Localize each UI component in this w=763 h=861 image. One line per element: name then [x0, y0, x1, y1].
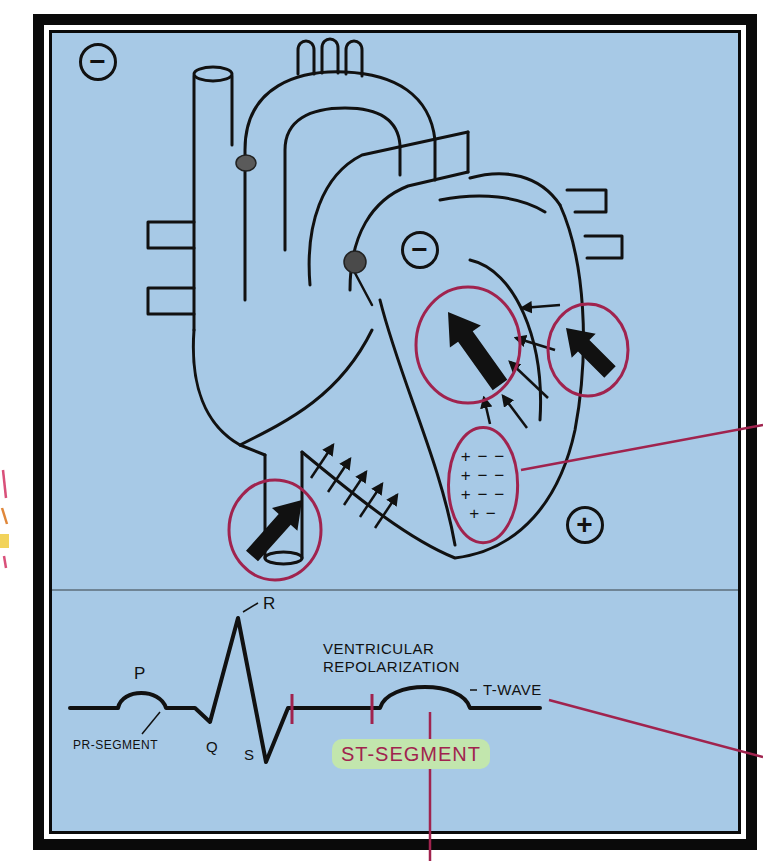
ventricle-wall	[302, 205, 583, 558]
inferior-vena-cava-opening	[265, 552, 302, 564]
node-text: ST-SEGMENT	[341, 744, 481, 764]
edge-mark	[2, 508, 7, 524]
label-pointer	[243, 603, 258, 612]
outer-frame	[33, 14, 757, 850]
segment-highlight: ST-SEGMENT	[332, 739, 490, 769]
vena-cava-wall	[193, 76, 196, 330]
segment-label: PR-SEGMENT	[72, 738, 159, 752]
edge-highlight	[0, 534, 9, 548]
charge-sign: −	[89, 48, 106, 76]
ellipse-outline	[448, 427, 517, 542]
atrium-inner-wall	[440, 196, 545, 212]
highlight-fill	[332, 739, 490, 769]
charge-sign: +	[576, 511, 593, 539]
edge-mark	[4, 556, 6, 568]
vena-cava-wall	[231, 76, 234, 145]
leader-line	[429, 712, 432, 861]
charge-circle: −	[401, 231, 439, 269]
segment-label: ST-SEGMENT	[341, 744, 481, 764]
vector-arrow	[328, 459, 350, 492]
annotation-circles	[229, 287, 628, 580]
white-frame	[44, 25, 746, 839]
vector-arrow	[503, 396, 527, 428]
charge-marks: + − −	[461, 466, 505, 485]
pulmonary-vein	[148, 222, 194, 248]
pulmonary-vein	[567, 190, 606, 212]
aortic-branch	[322, 39, 338, 73]
av-node	[344, 251, 366, 273]
circle-outline	[568, 508, 603, 543]
vector-arrow	[484, 398, 490, 424]
wave-label: P	[133, 664, 147, 684]
pulmonary-artery-end	[467, 132, 470, 172]
leader-line	[521, 425, 763, 470]
pulmonary-vein	[585, 236, 622, 258]
phase-label: VENTRICULAR REPOLARIZATION	[322, 640, 489, 676]
wave-label: T-WAVE	[482, 681, 543, 699]
node-text: −	[411, 236, 428, 264]
wave-label: Q	[205, 738, 219, 756]
wave-label: S	[243, 746, 256, 764]
mean-vector-arrow	[246, 500, 302, 561]
charge-circle: +	[566, 506, 604, 544]
charge-marks: + −	[469, 504, 497, 523]
charge-sign: −	[411, 236, 428, 264]
label-pointer	[142, 712, 160, 734]
circle-outline	[403, 233, 438, 268]
pulmonary-vein	[148, 288, 194, 314]
charge-marks: + − −	[461, 485, 505, 504]
ventricle-inner-wall	[470, 260, 541, 420]
charge-marks: + − −	[461, 447, 505, 466]
mean-vector-arrow	[566, 328, 616, 378]
blue-panel	[52, 33, 738, 831]
vector-arrow	[375, 495, 397, 528]
node-text: −	[89, 48, 106, 76]
annotation-circle	[416, 287, 520, 403]
heart-outline	[148, 39, 622, 564]
divider-line	[52, 589, 738, 591]
sa-node	[236, 155, 256, 171]
pulmonary-artery	[350, 172, 468, 290]
node-text: +	[576, 511, 593, 539]
charge-circle: −	[79, 43, 117, 81]
edge-mark	[3, 470, 6, 498]
vector-arrow	[360, 484, 382, 517]
annotation-circle	[229, 480, 321, 580]
vector-arrows	[311, 305, 560, 528]
leader-line	[549, 700, 763, 757]
inner-frame	[49, 30, 741, 834]
circle-outline	[81, 45, 116, 80]
vector-arrow	[311, 445, 333, 478]
aortic-branch	[346, 41, 362, 76]
wave-label: R	[262, 594, 277, 614]
ventricle-inner-wall	[240, 330, 372, 445]
vector-arrow	[344, 472, 366, 505]
vector-arrow	[522, 305, 560, 308]
annotation-circle	[548, 304, 628, 396]
node-text: + − −+ − −+ − −+ −	[461, 447, 505, 523]
segment-tick	[291, 694, 294, 724]
aortic-branch	[298, 41, 314, 74]
segment-tick	[371, 694, 374, 724]
label-pointer	[470, 689, 477, 691]
septum-callout: + − −+ − −+ − −+ −	[447, 426, 519, 544]
bundle-branch	[355, 273, 372, 305]
mean-vector-arrow	[448, 312, 507, 390]
vena-cava-opening	[194, 67, 232, 81]
pulmonary-artery	[309, 132, 468, 285]
aorta	[285, 108, 400, 250]
